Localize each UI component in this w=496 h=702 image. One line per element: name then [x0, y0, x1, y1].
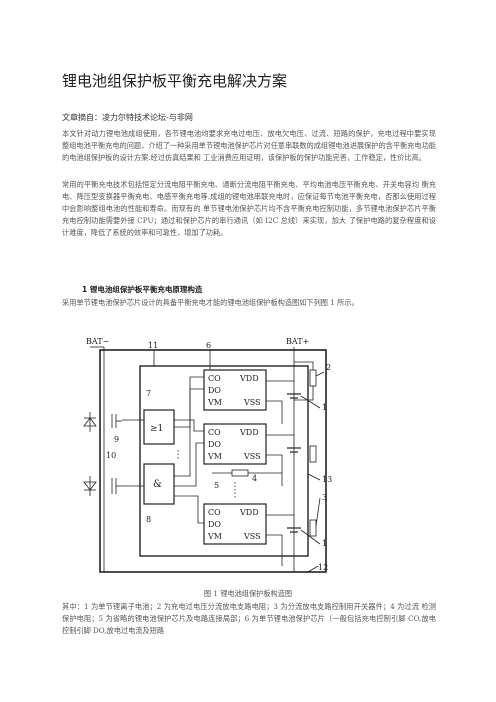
- svg-text:&: &: [153, 479, 162, 490]
- svg-text:12: 12: [318, 563, 328, 572]
- figure-caption: 图 1 锂电池组保护板构造图: [203, 589, 293, 598]
- cell-stack: [287, 393, 301, 533]
- svg-text:VSS: VSS: [243, 532, 261, 541]
- svg-text:VM: VM: [207, 452, 222, 461]
- board-frame: [99, 349, 327, 573]
- svg-text:CO: CO: [208, 374, 221, 383]
- svg-text:VDD: VDD: [239, 374, 259, 383]
- svg-text:VDD: VDD: [239, 428, 259, 437]
- circuit-diagram: BAT− BAT+ CO DO VM VDD VSS CO DO VM VDD …: [83, 337, 332, 573]
- svg-text:8: 8: [146, 515, 151, 524]
- page-title: 锂电池组保护板平衡充电解决方案: [62, 72, 288, 90]
- bat-plus-label: BAT+: [286, 337, 309, 346]
- svg-text:3: 3: [322, 493, 327, 502]
- svg-text:DO: DO: [208, 386, 221, 395]
- svg-text:CO: CO: [208, 428, 221, 437]
- shunt-branches: [294, 361, 317, 537]
- source-line: 文章摘自：凌力尔特技术论坛-与非网: [62, 113, 193, 122]
- section-heading: 1 锂电池组保护板平衡充电原理构造: [82, 285, 203, 294]
- svg-text:VSS: VSS: [243, 398, 261, 407]
- svg-text:11: 11: [148, 341, 158, 350]
- protection-chip-bottom: CO DO VM VDD VSS: [203, 503, 267, 545]
- svg-text:DO: DO: [208, 440, 221, 449]
- svg-text:2: 2: [326, 363, 331, 372]
- svg-text:1: 1: [322, 539, 327, 548]
- svg-text:4: 4: [252, 474, 257, 483]
- protection-chip-middle: CO DO VM VDD VSS: [203, 423, 267, 465]
- svg-text:VSS: VSS: [243, 452, 261, 461]
- svg-text:7: 7: [146, 389, 151, 398]
- protection-frame: [139, 365, 309, 557]
- section-paragraph: 采用单节锂电池保护芯片设计的具备平衡充电才能的锂电池组保护板构造图如下列图 1 …: [62, 298, 359, 307]
- svg-text:13: 13: [322, 475, 332, 484]
- svg-text:9: 9: [114, 435, 119, 444]
- balancing-paragraph: 常用的平衡充电技术包括恒定分流电阻平衡充电、通断分流电阻平衡充电、平均电池电压平…: [62, 180, 436, 238]
- discharge-switch: [83, 347, 122, 572]
- svg-text:10: 10: [106, 451, 116, 460]
- protection-chip-top: CO DO VM VDD VSS: [203, 369, 267, 411]
- bat-minus-label: BAT−: [86, 337, 109, 346]
- svg-text:≥1: ≥1: [150, 424, 163, 434]
- svg-text:DO: DO: [208, 520, 221, 529]
- svg-text:VDD: VDD: [239, 508, 259, 517]
- svg-text:VM: VM: [207, 398, 222, 407]
- explanation-paragraph: 其中：1 为单节锂离子电池；2 为充电过电压分流放电支路电阻；3 为分流放电支路…: [62, 602, 436, 636]
- svg-text:CO: CO: [208, 508, 221, 517]
- svg-text:6: 6: [206, 341, 211, 350]
- sense-resistor: [231, 469, 249, 477]
- svg-text:1: 1: [322, 403, 327, 412]
- intro-paragraph: 本文针对动力锂电池成组使用，各节锂电池均要求充电过电压、放电欠电压、过流、短路的…: [62, 129, 436, 163]
- and-gate: [143, 463, 175, 505]
- svg-text:5: 5: [214, 481, 219, 490]
- charge-switch: [83, 476, 122, 496]
- svg-text:VM: VM: [207, 532, 222, 541]
